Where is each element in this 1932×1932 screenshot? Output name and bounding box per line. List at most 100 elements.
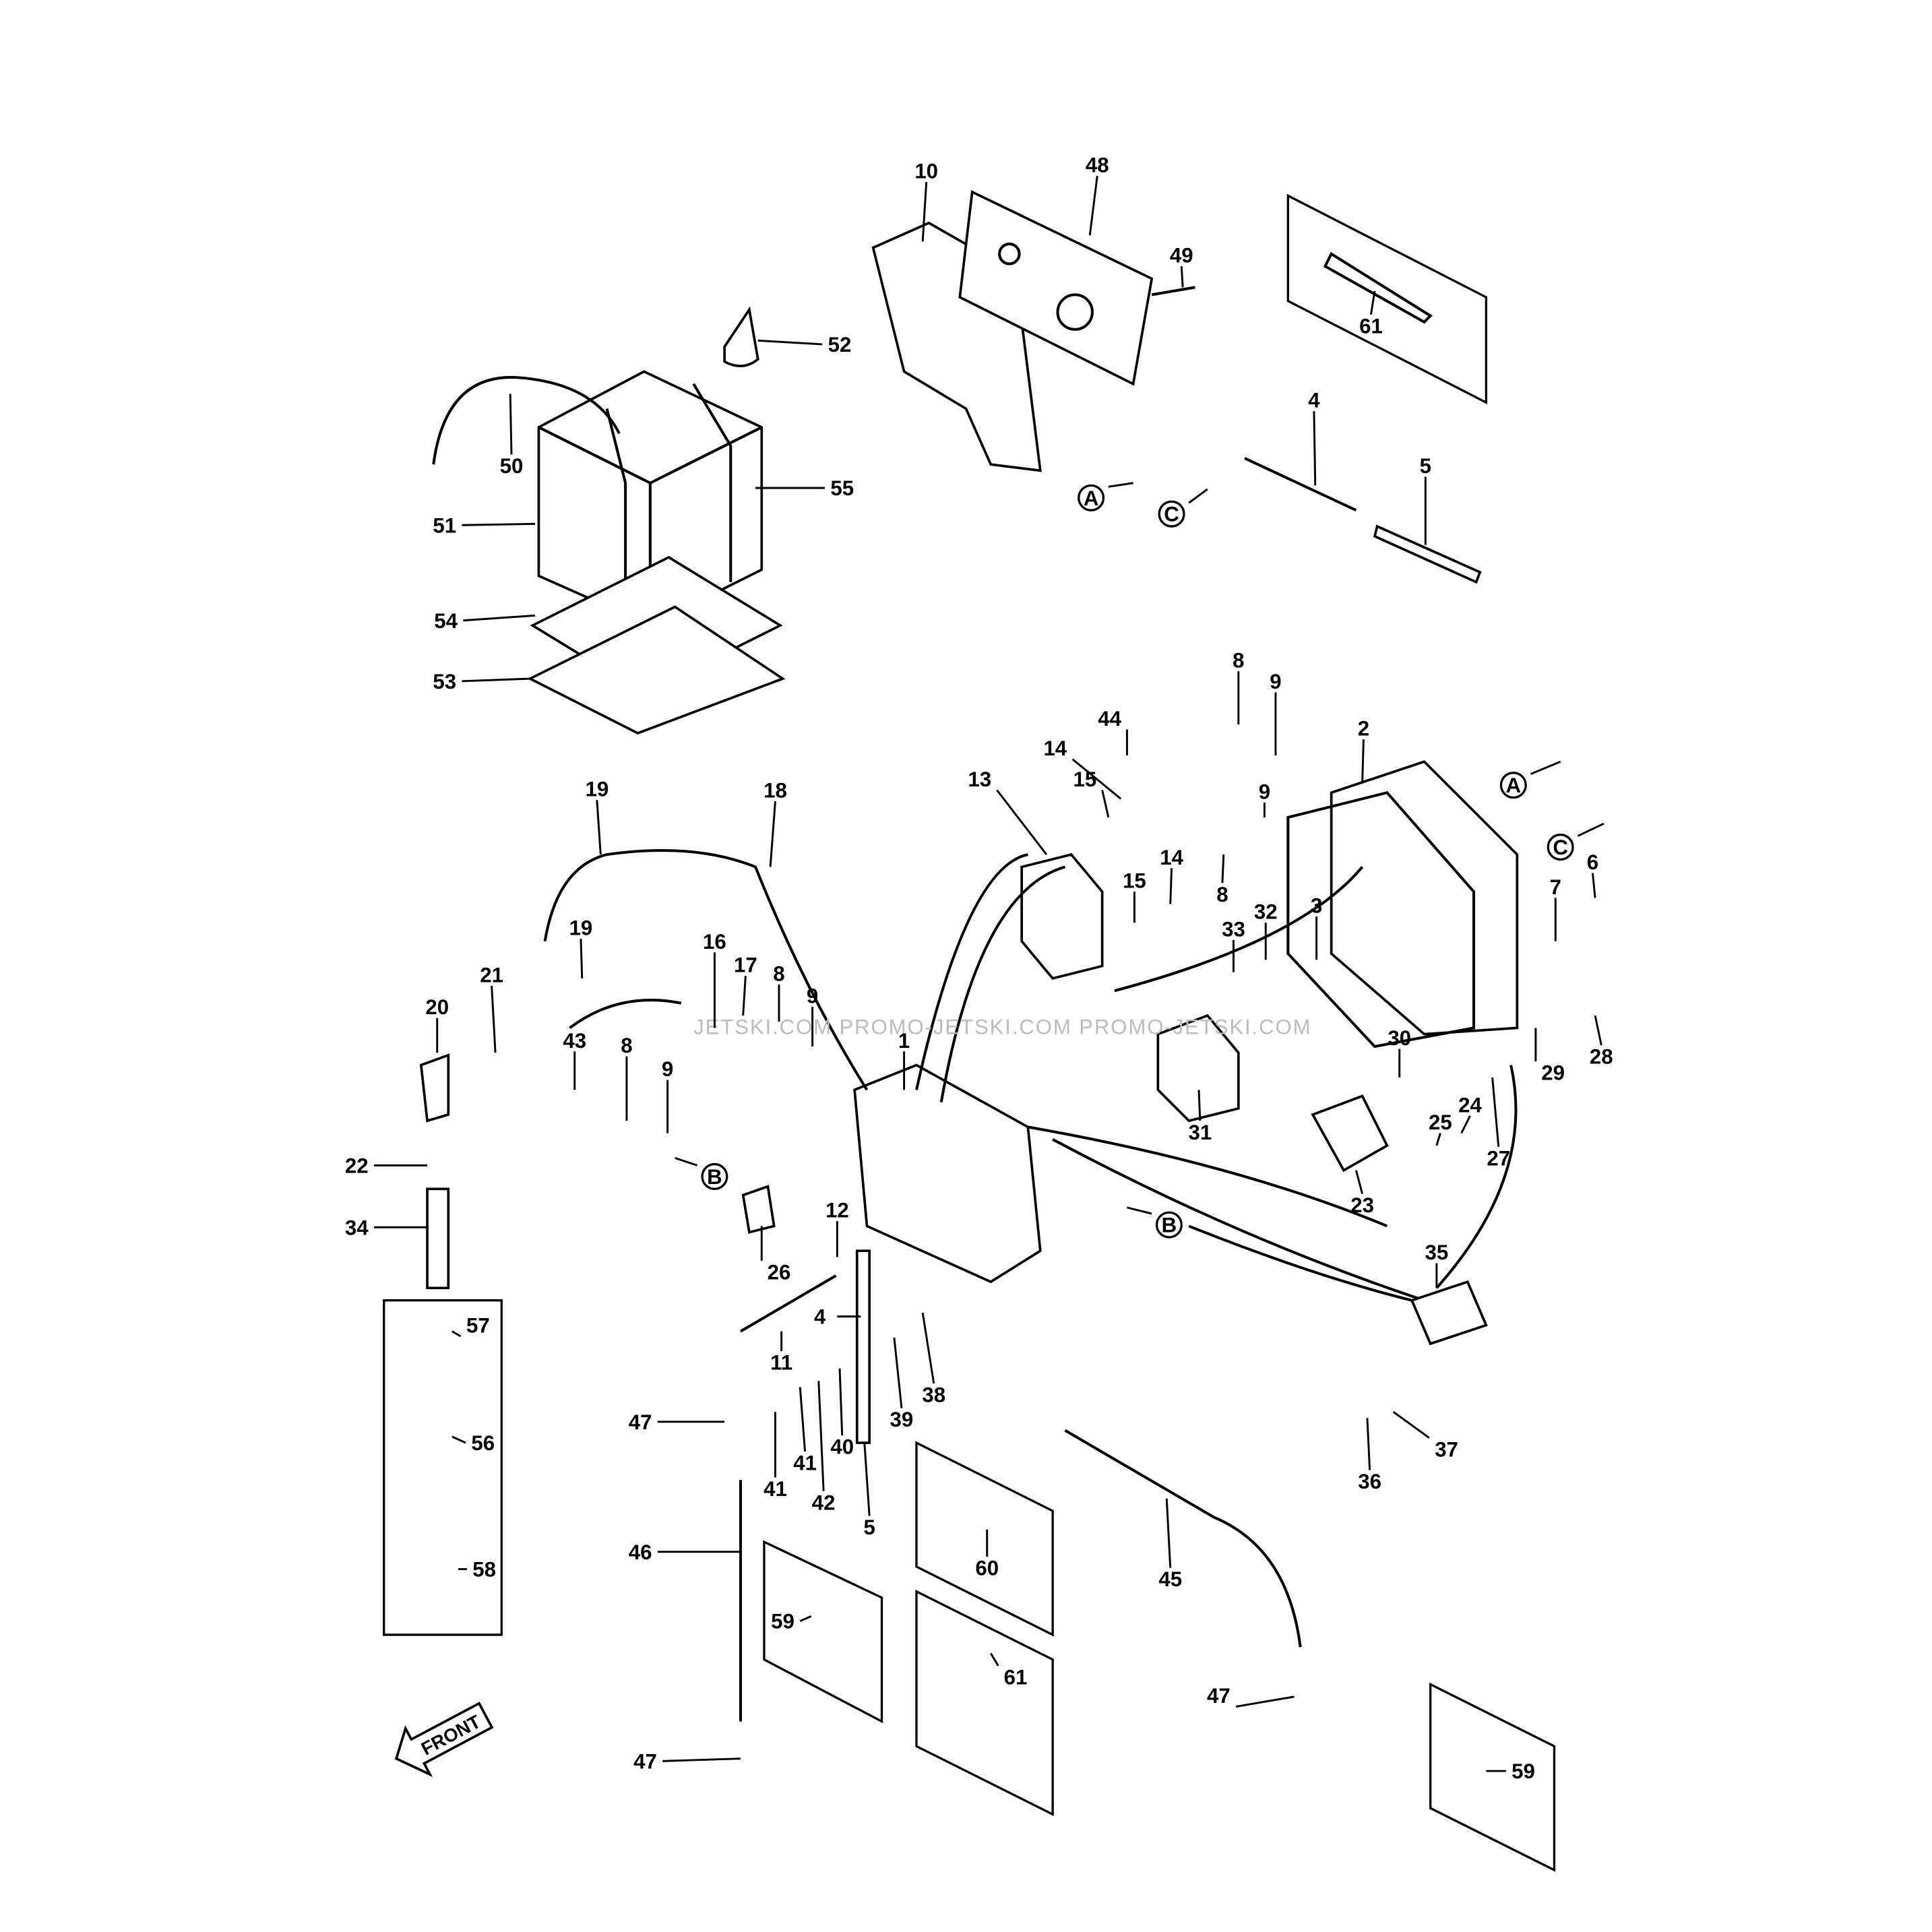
- callout-27: 27: [1487, 1146, 1510, 1170]
- callout-19: 19: [585, 778, 609, 801]
- leader-line: [757, 339, 823, 346]
- callout-36: 36: [1358, 1470, 1381, 1493]
- rectifier-23: [1311, 1094, 1389, 1173]
- leader-line: [989, 1652, 999, 1666]
- callout-53: 53: [433, 670, 456, 693]
- callout-33: 33: [1222, 917, 1245, 941]
- leader-line: [1071, 758, 1122, 800]
- callout-41: 41: [764, 1477, 787, 1501]
- leader-line: [1108, 482, 1133, 488]
- leader-line: [1165, 1498, 1172, 1568]
- leader-line: [451, 1330, 462, 1338]
- leader-line: [1188, 488, 1208, 504]
- callout-26: 26: [768, 1260, 791, 1284]
- callout-12: 12: [825, 1199, 849, 1222]
- callout-5: 5: [863, 1516, 875, 1539]
- callout-9: 9: [1259, 780, 1270, 803]
- callout-42: 42: [812, 1491, 836, 1514]
- callout-15: 15: [1073, 768, 1097, 791]
- cover-plate-48: [958, 190, 1154, 386]
- callout-5: 5: [1420, 454, 1431, 478]
- reference-box-60: [915, 1441, 1054, 1637]
- callout-25: 25: [1429, 1111, 1452, 1134]
- callout-41: 41: [793, 1451, 817, 1474]
- callout-17: 17: [734, 954, 757, 977]
- callout-49: 49: [1170, 244, 1193, 268]
- leader-line: [1577, 822, 1604, 837]
- leader-line: [769, 801, 776, 867]
- reference-marker-b: [701, 1162, 728, 1190]
- leader-line: [863, 1442, 871, 1516]
- high-tension-lead-19: [543, 848, 869, 1091]
- callout-A: A: [1084, 487, 1099, 510]
- callout-9: 9: [1270, 670, 1281, 693]
- leader-line: [1235, 1695, 1295, 1708]
- leader-line: [580, 939, 584, 978]
- callout-30: 30: [1388, 1026, 1411, 1050]
- callout-14: 14: [1043, 737, 1067, 760]
- bolt-11: [739, 1274, 837, 1333]
- battery: [432, 370, 786, 735]
- callout-2: 2: [1358, 717, 1369, 741]
- leader-line: [893, 1337, 903, 1408]
- leader-line: [817, 1381, 825, 1491]
- reference-box-59-right: [1429, 1682, 1556, 1872]
- callout-59: 59: [771, 1610, 794, 1633]
- connector-26: [741, 1185, 776, 1234]
- regulator-2: [1330, 760, 1519, 1036]
- callout-1: 1: [898, 1029, 910, 1053]
- leader-line: [1361, 739, 1365, 783]
- callout-15: 15: [1123, 869, 1146, 893]
- callout-7: 7: [1550, 875, 1561, 899]
- leader-line: [1460, 1115, 1471, 1134]
- ignition-coil-13: [1020, 853, 1104, 980]
- callout-47: 47: [1207, 1684, 1230, 1708]
- callout-C: C: [1553, 836, 1568, 859]
- callout-58: 58: [472, 1558, 496, 1582]
- leader-line: [463, 614, 536, 622]
- callout-46: 46: [629, 1540, 652, 1564]
- callout-C: C: [1164, 503, 1179, 526]
- callout-9: 9: [662, 1057, 673, 1081]
- callout-8: 8: [773, 962, 784, 986]
- callout-45: 45: [1158, 1567, 1182, 1591]
- leader-line: [921, 182, 928, 242]
- callout-57: 57: [466, 1313, 490, 1337]
- callout-A: A: [1506, 774, 1522, 797]
- callout-23: 23: [1350, 1193, 1374, 1217]
- callout-3: 3: [1311, 894, 1322, 917]
- callout-29: 29: [1541, 1061, 1565, 1085]
- callout-21: 21: [480, 963, 503, 987]
- front-arrow: FRONT: [394, 1702, 494, 1778]
- callout-47: 47: [629, 1410, 652, 1434]
- reference-box-59: [763, 1540, 883, 1724]
- leader-line: [1313, 411, 1317, 486]
- callout-8: 8: [1216, 883, 1228, 906]
- leader-line: [1435, 1133, 1441, 1146]
- reference-marker-b: [1155, 1211, 1183, 1239]
- callout-4: 4: [814, 1305, 826, 1329]
- callout-39: 39: [890, 1408, 914, 1431]
- callout-24: 24: [1458, 1093, 1482, 1117]
- callout-47: 47: [633, 1749, 657, 1773]
- plug-cap-20: [419, 1053, 450, 1123]
- reference-marker-a: [1078, 484, 1105, 511]
- callout-31: 31: [1188, 1121, 1212, 1144]
- callout-11: 11: [770, 1351, 792, 1375]
- callout-19: 19: [569, 916, 593, 940]
- spark-plug-34: [426, 1187, 450, 1290]
- callout-61: 61: [1004, 1665, 1028, 1689]
- leader-line: [1392, 1410, 1430, 1439]
- reference-marker-c: [1158, 500, 1185, 528]
- leader-line: [596, 800, 602, 855]
- callout-8: 8: [1233, 649, 1244, 673]
- tube-5: [1373, 524, 1482, 584]
- lead-45: [1064, 1429, 1302, 1648]
- leader-line: [1491, 1077, 1500, 1147]
- leader-line: [1169, 868, 1173, 904]
- callout-14: 14: [1160, 846, 1183, 869]
- leader-line: [1530, 760, 1561, 775]
- callout-59: 59: [1512, 1759, 1535, 1783]
- leader-line: [462, 522, 535, 526]
- cover-plate-hole: [1056, 293, 1094, 331]
